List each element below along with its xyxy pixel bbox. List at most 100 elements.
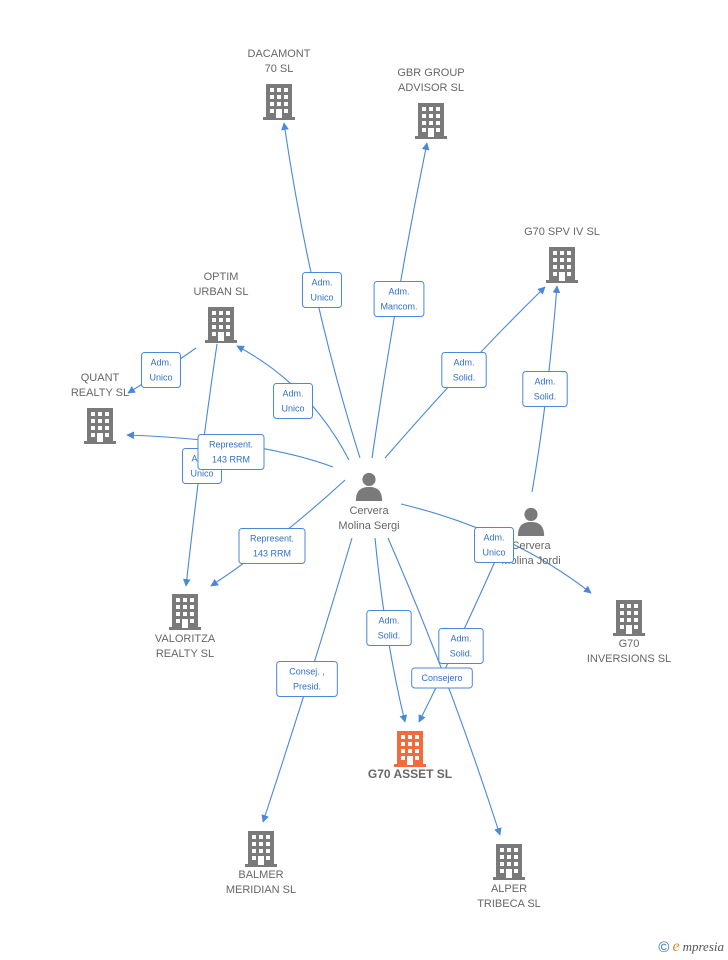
edge-label-text: Adm. bbox=[450, 634, 471, 644]
edge-label-text: Adm. bbox=[483, 533, 504, 543]
building-icon bbox=[415, 103, 447, 139]
node-label: G70 ASSET SL bbox=[368, 767, 452, 781]
edge-labels-layer: Adm.UnicoAdm.Mancom.Adm.Solid.Adm.Solid.… bbox=[141, 272, 568, 697]
brand-initial: e bbox=[672, 938, 680, 955]
edge-label-optim-quant[interactable]: Adm. Unico bbox=[141, 352, 181, 388]
edge-label-text: Unico bbox=[149, 373, 172, 383]
edge-label-box bbox=[238, 528, 306, 564]
node-label: VALORITZA bbox=[155, 633, 216, 645]
building-icon bbox=[546, 247, 578, 283]
building-icon bbox=[493, 844, 525, 880]
edge-label-sergi-gbr[interactable]: Adm. Mancom. bbox=[373, 281, 425, 317]
building-icon bbox=[245, 831, 277, 867]
edge-label-text: Adm. bbox=[150, 358, 171, 368]
edge-label-box bbox=[438, 628, 484, 664]
edge-label-box bbox=[366, 610, 412, 646]
edge-label-text: Solid. bbox=[378, 631, 401, 641]
edge-label-box bbox=[522, 371, 568, 407]
node-label: Molina Sergi bbox=[338, 520, 399, 532]
edge-label-box bbox=[276, 661, 338, 697]
node-label: MERIDIAN SL bbox=[226, 884, 296, 896]
edge-label-box bbox=[302, 272, 342, 308]
building-icon bbox=[394, 731, 426, 767]
edge-label-text: Consej. , bbox=[289, 667, 325, 677]
edge-label-sergi-g70spv[interactable]: Adm. Solid. bbox=[441, 352, 487, 388]
edge-label-sergi-g70inv[interactable]: Adm. Unico bbox=[474, 527, 514, 563]
edge-label-sergi-alper[interactable]: Consejero bbox=[411, 667, 473, 689]
node-label: Molina Jordi bbox=[501, 555, 560, 567]
edge-label-sergi-balmer[interactable]: Consej. , Presid. bbox=[276, 661, 338, 697]
edge-label-text: Unico bbox=[482, 548, 505, 558]
copyright-icon: © bbox=[658, 938, 670, 956]
edge-label-box bbox=[141, 352, 181, 388]
node-balmer[interactable]: BALMER MERIDIAN SL bbox=[226, 831, 296, 896]
building-icon bbox=[263, 84, 295, 120]
node-label: Cervera bbox=[349, 505, 389, 517]
node-quant[interactable]: QUANT REALTY SL bbox=[71, 372, 129, 444]
node-label: ADVISOR SL bbox=[398, 82, 464, 94]
node-label: BALMER bbox=[238, 869, 283, 881]
edge-label-box bbox=[441, 352, 487, 388]
edge-label-text: Solid. bbox=[450, 649, 473, 659]
edge-label-jordi-g70spv[interactable]: Adm. Solid. bbox=[522, 371, 568, 407]
person-icon bbox=[355, 472, 383, 501]
building-icon bbox=[613, 600, 645, 636]
node-label: QUANT bbox=[81, 372, 120, 384]
building-icon bbox=[84, 408, 116, 444]
node-label: TRIBECA SL bbox=[477, 898, 541, 910]
edge-label-text: Unico bbox=[281, 404, 304, 414]
node-label: REALTY SL bbox=[71, 387, 129, 399]
node-alper[interactable]: ALPER TRIBECA SL bbox=[477, 844, 541, 910]
edge-label-box bbox=[197, 434, 265, 470]
edge-label-text: 143 RRM bbox=[253, 549, 291, 559]
node-valoritza[interactable]: VALORITZA REALTY SL bbox=[155, 594, 216, 660]
node-g70spv[interactable]: G70 SPV IV SL bbox=[524, 226, 600, 283]
node-label: 70 SL bbox=[265, 63, 294, 75]
node-label: ALPER bbox=[491, 883, 527, 895]
node-label: G70 bbox=[619, 638, 640, 650]
node-label: Cervera bbox=[511, 540, 551, 552]
edge-label-box bbox=[273, 383, 313, 419]
edge-label-text: Adm. bbox=[453, 358, 474, 368]
edge-label-text: Mancom. bbox=[380, 302, 417, 312]
edge-label-sergi-dacamont[interactable]: Adm. Unico bbox=[302, 272, 342, 308]
edge-label-text: Unico bbox=[310, 293, 333, 303]
edge-label-box bbox=[411, 667, 473, 689]
person-icon bbox=[517, 507, 545, 536]
edge-label-text: Adm. bbox=[282, 389, 303, 399]
edge-label-text: Represent. bbox=[250, 534, 294, 544]
edge-label-sergi-optim[interactable]: Adm. Unico bbox=[273, 383, 313, 419]
node-optim[interactable]: OPTIM URBAN SL bbox=[193, 271, 249, 343]
edge-label-text: Adm. bbox=[378, 616, 399, 626]
edge-label-text: Solid. bbox=[534, 392, 557, 402]
edge-label-text: Adm. bbox=[388, 287, 409, 297]
node-label: REALTY SL bbox=[156, 648, 214, 660]
edge-label-text: Unico bbox=[190, 469, 213, 479]
edge-label-text: Adm. bbox=[534, 377, 555, 387]
brand-name: mpresia bbox=[682, 939, 724, 954]
node-label: G70 SPV IV SL bbox=[524, 226, 600, 238]
edge-label-sergi-g70asset[interactable]: Adm. Solid. bbox=[366, 610, 412, 646]
edge-label-jordi-g70asset[interactable]: Adm. Solid. bbox=[438, 628, 484, 664]
edge-label-sergi-valoritza[interactable]: Represent. 143 RRM bbox=[238, 528, 306, 564]
edge-label-box bbox=[373, 281, 425, 317]
edge-label-text: Solid. bbox=[453, 373, 476, 383]
edge-label-text: Presid. bbox=[293, 682, 321, 692]
node-g70asset[interactable]: G70 ASSET SL bbox=[368, 731, 452, 781]
building-icon bbox=[205, 307, 237, 343]
edge-label-box bbox=[474, 527, 514, 563]
node-label: OPTIM bbox=[204, 271, 239, 283]
edge-label-text: Adm. bbox=[311, 278, 332, 288]
node-label: URBAN SL bbox=[193, 286, 248, 298]
edge-label-text: Represent. bbox=[209, 440, 253, 450]
edge-label-sergi-quant[interactable]: Represent.143 RRM bbox=[197, 434, 265, 470]
edge-label-text: Consejero bbox=[421, 673, 462, 683]
